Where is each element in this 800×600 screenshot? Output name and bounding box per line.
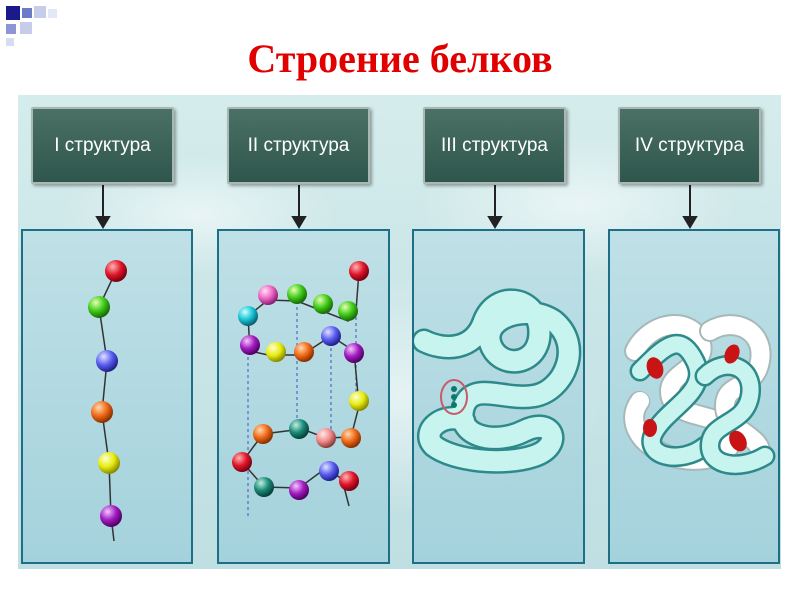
amino-acid-bead: [338, 301, 358, 321]
amino-acid-bead: [91, 401, 113, 423]
amino-acid-bead: [316, 428, 336, 448]
label-primary-structure: I структура: [31, 107, 174, 184]
label-quaternary-text: IV структура: [634, 134, 745, 156]
primary-chain-svg: [88, 260, 127, 542]
amino-acid-bead: [238, 306, 258, 326]
heme-groups: [643, 344, 747, 452]
amino-acid-bead: [341, 428, 361, 448]
label-quaternary-structure: IV структура: [618, 107, 761, 184]
amino-acid-bead: [240, 335, 260, 355]
amino-acid-bead: [254, 477, 274, 497]
quaternary-complex-svg: [623, 314, 776, 476]
arrow-2: [291, 185, 307, 229]
amino-acid-bead: [266, 342, 286, 362]
arrow-4: [682, 185, 698, 229]
amino-acid-bead: [349, 391, 369, 411]
heme-group: [724, 344, 740, 364]
amino-acid-bead: [289, 419, 309, 439]
amino-acid-bead: [232, 452, 252, 472]
secondary-helix-svg: [232, 261, 369, 516]
amino-acid-bead: [88, 296, 110, 318]
label-secondary-text: II структура: [247, 134, 350, 156]
amino-acid-bead: [98, 452, 120, 474]
amino-acid-bead: [344, 343, 364, 363]
panel-primary-structure: [21, 229, 193, 564]
label-primary-text: I структура: [54, 134, 151, 156]
panel-tertiary-structure: [412, 229, 585, 564]
amino-acid-bead: [289, 480, 309, 500]
amino-acid-bead: [105, 260, 127, 282]
amino-acid-bead: [321, 326, 341, 346]
amino-acid-bead: [294, 342, 314, 362]
label-tertiary-text: III структура: [440, 134, 549, 156]
helix-highlight-ring: [440, 379, 468, 415]
label-secondary-structure: II структура: [227, 107, 370, 184]
amino-acid-bead: [287, 284, 307, 304]
heme-group: [643, 419, 657, 437]
protein-structure-figure: I структура II структура III структура I…: [18, 95, 781, 569]
label-tertiary-structure: III структура: [423, 107, 566, 184]
amino-acid-bead: [100, 505, 122, 527]
amino-acid-bead: [253, 424, 273, 444]
panel-secondary-structure: [217, 229, 390, 564]
heme-group: [729, 430, 747, 452]
arrow-3: [487, 185, 503, 229]
corner-decoration: [0, 0, 64, 48]
amino-acid-bead: [96, 350, 118, 372]
tertiary-fold-svg: [414, 288, 582, 474]
panel-quaternary-structure: [608, 229, 780, 564]
amino-acid-bead: [319, 461, 339, 481]
amino-acid-bead: [339, 471, 359, 491]
amino-acid-bead: [258, 285, 278, 305]
slide-title: Строение белков: [247, 36, 553, 81]
amino-acid-bead: [349, 261, 369, 281]
amino-acid-bead: [313, 294, 333, 314]
arrow-1: [95, 185, 111, 229]
heme-group: [646, 357, 664, 379]
